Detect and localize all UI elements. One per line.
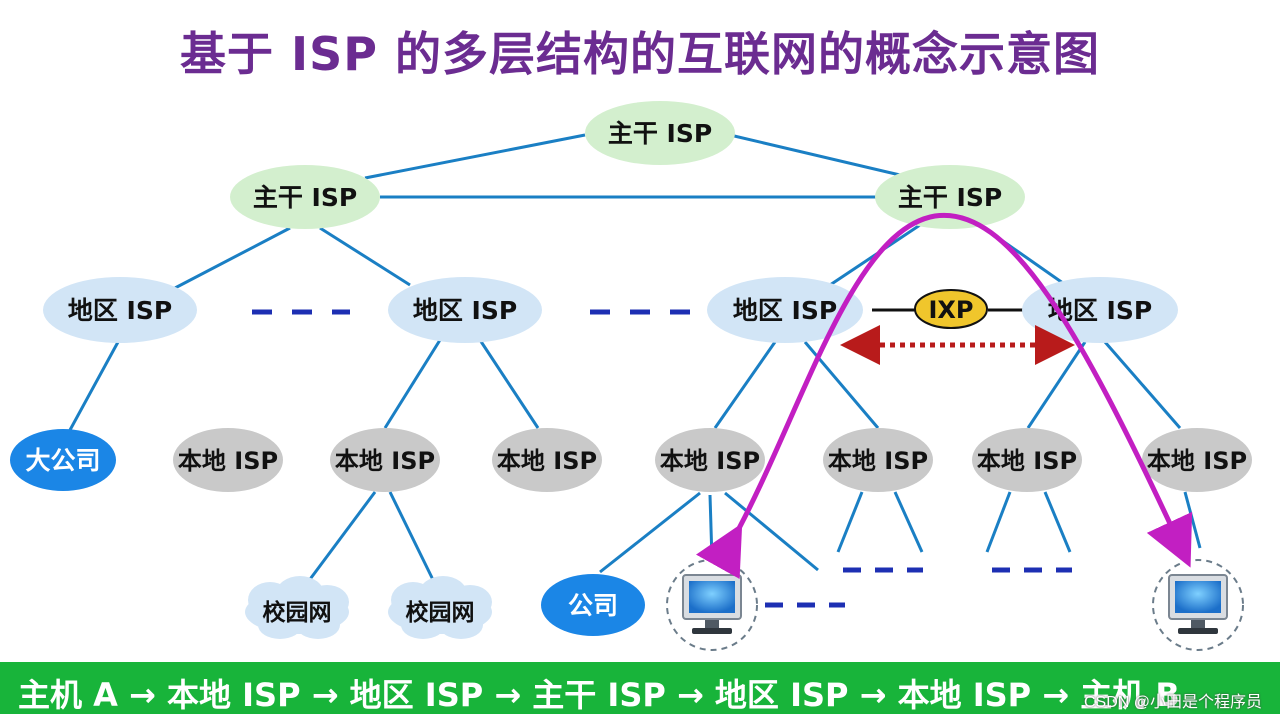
regional-isp-label: 地区 ISP <box>733 296 837 325</box>
ixp-node: IXP <box>914 289 988 329</box>
link <box>708 494 714 561</box>
link <box>174 226 291 290</box>
backbone-isp-label: 主干 ISP <box>608 119 712 148</box>
ixp-label: IXP <box>928 296 973 324</box>
backbone-isp-left: 主干 ISP <box>230 165 380 229</box>
local-isp-label: 本地 ISP <box>1147 447 1247 475</box>
link <box>319 226 411 287</box>
backbone-isp-top: 主干 ISP <box>585 101 735 165</box>
packet-path-arrow <box>695 212 1193 580</box>
local-isp-3: 本地 ISP <box>492 428 602 492</box>
campus-network-1: 校园网 <box>245 576 349 639</box>
company-label: 公司 <box>568 591 618 620</box>
host-b-computer-icon <box>1152 559 1244 651</box>
big-company-label: 大公司 <box>25 446 100 475</box>
local-isp-label: 本地 ISP <box>497 447 597 475</box>
regional-isp-label: 地区 ISP <box>68 296 172 325</box>
local-isp-label: 本地 ISP <box>335 447 435 475</box>
backbone-isp-right: 主干 ISP <box>875 165 1025 229</box>
regional-isp-1: 地区 ISP <box>43 277 197 343</box>
link <box>985 491 1012 553</box>
link <box>388 491 440 591</box>
backbone-isp-label: 主干 ISP <box>253 183 357 212</box>
local-isp-label: 本地 ISP <box>660 447 760 475</box>
link <box>1026 341 1087 429</box>
local-isp-5: 本地 ISP <box>823 428 933 492</box>
link <box>599 491 701 574</box>
regional-isp-label: 地区 ISP <box>413 296 517 325</box>
local-isp-7: 本地 ISP <box>1142 428 1252 492</box>
campus-network-label: 校园网 <box>263 599 332 626</box>
link <box>713 341 777 429</box>
regional-isp-3: 地区 ISP <box>707 277 863 343</box>
route-summary-text: 主机 A → 本地 ISP → 地区 ISP → 主干 ISP → 地区 ISP… <box>18 676 1180 714</box>
regional-isp-2: 地区 ISP <box>388 277 542 343</box>
campus-network-label: 校园网 <box>406 599 475 626</box>
regional-isp-4: 地区 ISP <box>1022 277 1178 343</box>
link <box>893 491 924 553</box>
link <box>1103 341 1182 429</box>
link <box>836 491 864 553</box>
company-node: 公司 <box>541 574 645 636</box>
link <box>383 339 442 429</box>
big-company-node: 大公司 <box>10 429 116 491</box>
link <box>1043 491 1072 553</box>
local-isp-2: 本地 ISP <box>330 428 440 492</box>
diagram-title: 基于 ISP 的多层结构的互联网的概念示意图 <box>180 27 1100 81</box>
local-isp-4: 本地 ISP <box>655 428 765 492</box>
local-isp-1: 本地 ISP <box>173 428 283 492</box>
campus-network-2: 校园网 <box>388 576 492 639</box>
link <box>364 133 586 180</box>
host-a-computer-icon <box>666 559 758 651</box>
backbone-isp-label: 主干 ISP <box>898 183 1002 212</box>
watermark: CSDN @小田是个程序员 <box>1083 694 1262 711</box>
link <box>478 339 540 429</box>
local-isp-label: 本地 ISP <box>178 447 278 475</box>
link <box>803 341 880 429</box>
local-isp-label: 本地 ISP <box>828 447 928 475</box>
link <box>1183 491 1202 549</box>
link <box>729 133 901 177</box>
route-summary-bar: 主机 A → 本地 ISP → 地区 ISP → 主干 ISP → 地区 ISP… <box>0 662 1280 714</box>
link <box>68 341 120 431</box>
link <box>300 491 377 591</box>
local-isp-label: 本地 ISP <box>977 447 1077 475</box>
local-isp-6: 本地 ISP <box>972 428 1082 492</box>
